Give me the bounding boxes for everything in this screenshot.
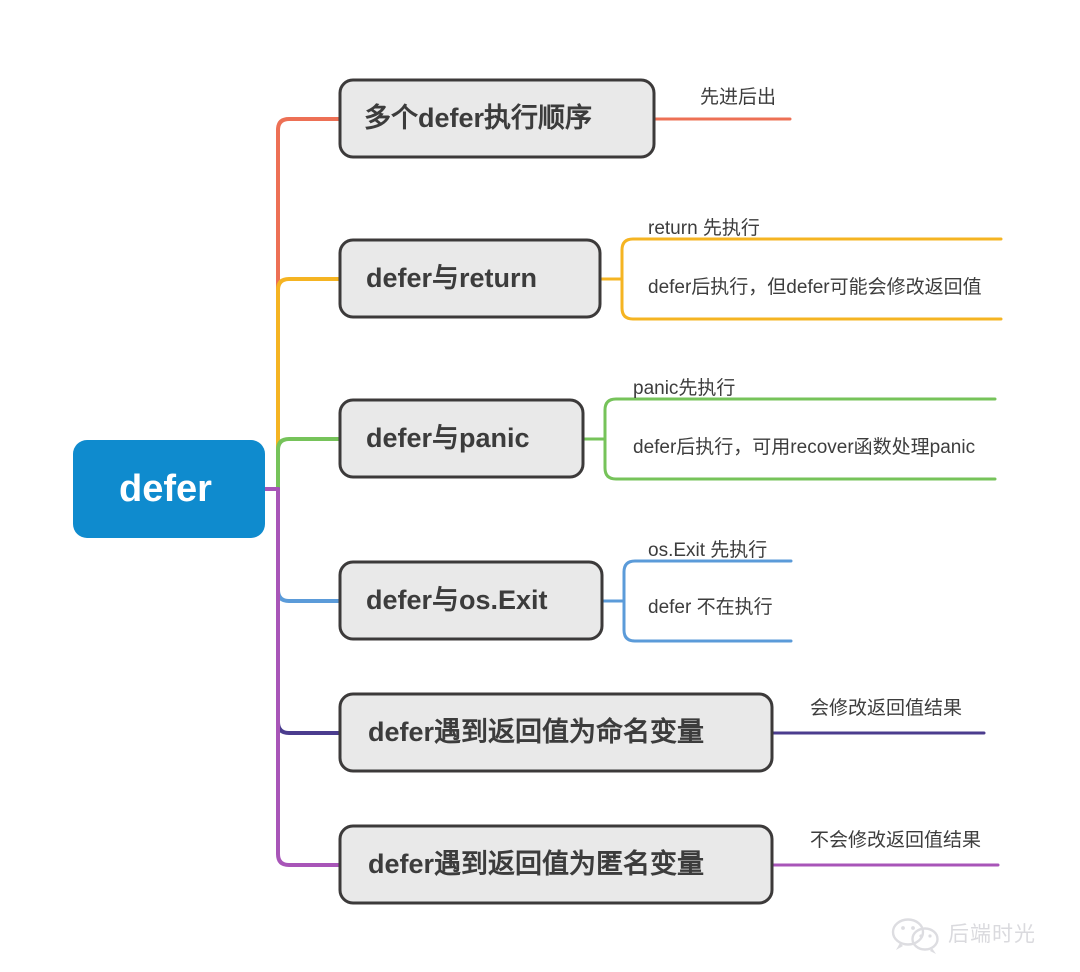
leaf-connector-4-1	[622, 559, 793, 603]
watermark-label: 后端时光	[948, 923, 1036, 946]
node-box	[338, 824, 774, 905]
node-anonymous-return-value[interactable]: defer遇到返回值为匿名变量	[338, 824, 774, 905]
root-connectors	[263, 117, 342, 867]
leaf-connector-4-2	[622, 599, 793, 643]
node-named-return-value[interactable]: defer遇到返回值为命名变量	[338, 692, 774, 773]
leaf-label-first-in-last-out: 先进后出	[700, 86, 776, 108]
node-box	[338, 238, 602, 319]
node-label: 多个defer执行顺序	[364, 102, 592, 133]
wechat-icon	[891, 918, 939, 954]
leaf-connector-2-1	[620, 237, 1003, 281]
branch-nodes: 多个defer执行顺序 defer与return defer与panic def…	[338, 78, 774, 905]
root-node-box	[73, 440, 265, 538]
leaf-label-defer-after-panic: defer后执行，可用recover函数处理panic	[633, 436, 975, 458]
node-label: defer与return	[366, 263, 537, 293]
node-box	[338, 560, 604, 641]
leaf-label-will-modify-return: 会修改返回值结果	[810, 697, 962, 719]
node-defer-return[interactable]: defer与return	[338, 238, 602, 319]
leaf-label-return-first: return 先执行	[648, 217, 760, 239]
node-defer-panic[interactable]: defer与panic	[338, 398, 585, 479]
connector-branch-defer-panic	[263, 437, 342, 491]
node-label: defer遇到返回值为命名变量	[368, 716, 704, 747]
root-node[interactable]: defer	[73, 440, 265, 538]
leaf-label-will-not-modify-return: 不会修改返回值结果	[810, 829, 981, 851]
connector-branch-defer-return	[263, 277, 342, 491]
connector-branch-multi-defer-order	[263, 117, 342, 491]
watermark: 后端时光	[891, 918, 1036, 954]
leaf-connector-3-1	[603, 397, 997, 441]
node-label: defer与panic	[366, 423, 530, 453]
connector-branch-anonymous-return-value	[263, 487, 342, 867]
root-node-label: defer	[119, 468, 212, 510]
leaf-connectors	[581, 117, 1003, 867]
node-label: defer遇到返回值为匿名变量	[368, 848, 704, 879]
node-box	[338, 78, 656, 159]
node-box	[338, 692, 774, 773]
leaf-label-osexit-first: os.Exit 先执行	[648, 539, 767, 561]
leaf-connector-3-2	[603, 437, 997, 481]
leaf-label-defer-not-run: defer 不在执行	[648, 596, 773, 618]
node-multi-defer-order[interactable]: 多个defer执行顺序	[338, 78, 656, 159]
node-label: defer与os.Exit	[366, 585, 548, 615]
leaf-connector-2-2	[620, 277, 1003, 321]
node-box	[338, 398, 585, 479]
leaf-label-panic-first: panic先执行	[633, 377, 735, 399]
leaf-labels: 先进后出 return 先执行 defer后执行，但defer可能会修改返回值 …	[633, 86, 982, 851]
leaf-label-defer-after-return: defer后执行，但defer可能会修改返回值	[648, 276, 982, 298]
node-defer-os-exit[interactable]: defer与os.Exit	[338, 560, 604, 641]
